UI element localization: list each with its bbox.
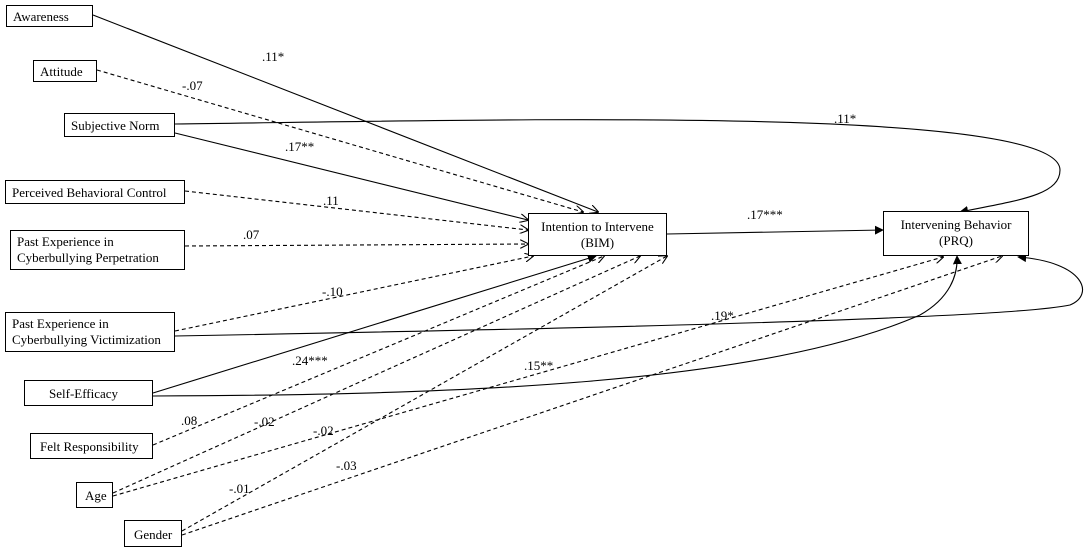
coef-vict-intention: -.10 xyxy=(322,284,343,299)
node-age: Age xyxy=(76,482,113,508)
arrow-pbc-intention xyxy=(184,190,528,230)
node-felt-responsibility: Felt Responsibility xyxy=(30,433,153,459)
node-gender-label: Gender xyxy=(134,527,173,542)
node-behavior-label-1: Intervening Behavior xyxy=(900,217,1012,232)
arrow-felt-intention xyxy=(152,256,604,446)
node-past-perpetration: Past Experience in Cyberbullying Perpetr… xyxy=(10,230,185,270)
arrow-age-behavior xyxy=(112,257,943,497)
node-perceived-behavioral-control: Perceived Behavioral Control xyxy=(5,180,185,204)
node-subjective-norm-label: Subjective Norm xyxy=(71,118,160,133)
coef-selfeff-intention: .24*** xyxy=(292,353,328,368)
node-intention-label-2: (BIM) xyxy=(580,235,615,250)
node-gender: Gender xyxy=(124,520,182,547)
coef-subjnorm-intention: .17** xyxy=(285,139,315,154)
node-behavior-label-2: (PRQ) xyxy=(939,233,973,248)
node-past-victimization: Past Experience in Cyberbullying Victimi… xyxy=(5,312,175,352)
node-vict-label-1: Past Experience in xyxy=(12,316,109,331)
coef-age-intention: -.02 xyxy=(254,414,275,429)
arrow-subjnorm-behavior xyxy=(174,119,1061,215)
coef-felt-intention: .08 xyxy=(181,413,198,428)
arrow-awareness-intention xyxy=(92,14,598,212)
coef-age-behavior: -.02 xyxy=(313,423,334,438)
node-age-label: Age xyxy=(85,488,107,503)
coef-perp-intention: .07 xyxy=(243,227,260,242)
node-awareness-label: Awareness xyxy=(13,9,69,24)
coef-gender-intention: -.01 xyxy=(229,481,250,496)
coef-vict-behavior: .19* xyxy=(711,308,734,323)
coef-pbc-intention: .11 xyxy=(323,193,339,208)
arrow-age-intention xyxy=(112,256,640,494)
node-self-efficacy-label: Self-Efficacy xyxy=(49,386,119,401)
node-subjective-norm: Subjective Norm xyxy=(64,113,175,137)
node-felt-responsibility-label: Felt Responsibility xyxy=(40,439,139,454)
coef-awareness-intention: .11* xyxy=(262,49,285,64)
arrow-gender-intention xyxy=(181,256,667,532)
node-vict-label-2: Cyberbullying Victimization xyxy=(12,332,161,347)
arrow-vict-intention xyxy=(174,256,533,332)
node-perp-label-1: Past Experience in xyxy=(17,234,114,249)
coef-selfeff-behavior: .15** xyxy=(524,358,554,373)
arrow-selfeff-behavior xyxy=(152,255,962,397)
arrow-attitude-intention xyxy=(96,69,583,212)
arrow-vict-behavior xyxy=(174,253,1084,337)
node-perp-label-2: Cyberbullying Perpetration xyxy=(17,250,159,265)
coef-subjnorm-behavior: .11* xyxy=(834,111,857,126)
arrow-selfeff-intention xyxy=(152,254,597,394)
node-intervening-behavior: Intervening Behavior (PRQ) xyxy=(883,211,1029,256)
node-awareness: Awareness xyxy=(6,5,93,27)
arrow-perp-intention xyxy=(184,244,528,246)
node-attitude-label: Attitude xyxy=(40,64,83,79)
coef-intention-behavior: .17*** xyxy=(747,207,783,222)
node-intention-label-1: Intention to Intervene xyxy=(541,219,654,234)
node-attitude: Attitude xyxy=(33,60,97,82)
coef-gender-behavior: -.03 xyxy=(336,458,357,473)
coef-attitude-intention: -.07 xyxy=(182,78,203,93)
node-pbc-label: Perceived Behavioral Control xyxy=(12,185,167,200)
node-self-efficacy: Self-Efficacy xyxy=(24,380,153,406)
arrow-subjnorm-intention xyxy=(174,132,528,220)
arrow-intention-behavior xyxy=(666,225,884,235)
node-intention-to-intervene: Intention to Intervene (BIM) xyxy=(528,213,667,256)
arrow-gender-behavior xyxy=(181,256,1002,536)
